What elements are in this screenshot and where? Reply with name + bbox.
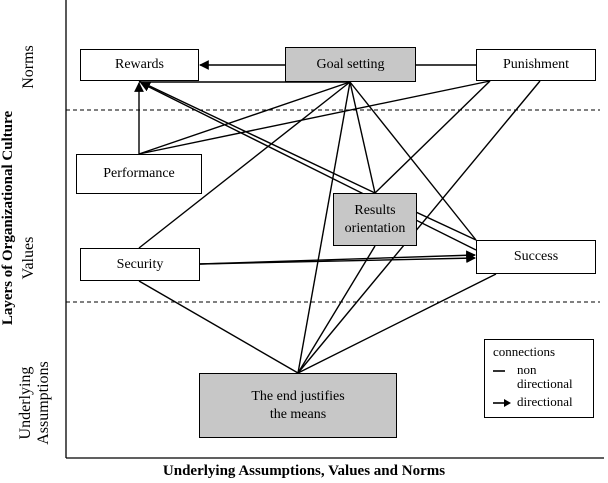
edge-results-orientation-to-punishment (374, 80, 491, 194)
node-punishment: Punishment (476, 49, 596, 81)
node-rewards: Rewards (80, 49, 199, 81)
legend-non-directional: non directional (491, 362, 591, 393)
legend: connections non directional directional (484, 339, 594, 418)
legend-directional-label: directional (517, 394, 573, 409)
node-performance: Performance (76, 154, 202, 194)
edge-goal-setting-to-security (138, 81, 351, 249)
edge-performance-to-goal-setting (138, 81, 351, 155)
edge-security-to-end-justifies (138, 280, 299, 374)
legend-title: connections (493, 344, 556, 359)
arrow-icon (493, 399, 511, 407)
legend-non-directional-label: non directional (517, 362, 573, 392)
edge-performance-to-punishment (138, 80, 491, 155)
edge-goal-setting-to-end-justifies (297, 81, 351, 374)
node-results-orientation: Results orientation (333, 193, 417, 246)
layer-label-assumptions: Underlying Assumptions (17, 361, 53, 445)
x-axis-title: Underlying Assumptions, Values and Norms (162, 463, 446, 479)
edge-success-to-rewards (140, 82, 477, 251)
edge-goal-setting-to-results-orientation (349, 81, 376, 194)
edge-results-orientation-to-rewards (138, 80, 376, 194)
legend-directional: directional (491, 394, 591, 413)
edge-punishment-to-end-justifies (297, 80, 541, 374)
node-security: Security (80, 248, 200, 281)
layer-label-norms: Norms (20, 45, 37, 89)
y-axis-title: Layers of Organizational Culture (0, 110, 16, 326)
layer-label-values: Values (20, 236, 37, 280)
edge-security-to-results-orientation (199, 250, 476, 265)
edge-success-to-end-justifies (297, 273, 497, 374)
node-goal-setting: Goal setting (285, 47, 416, 82)
edge-results-orientation-to-end-justifies (297, 245, 376, 374)
edge-goal-setting-to-success (349, 81, 477, 241)
line-icon (493, 370, 505, 372)
node-success: Success (476, 240, 596, 274)
node-end-justifies-means: The end justifies the means (199, 373, 397, 438)
